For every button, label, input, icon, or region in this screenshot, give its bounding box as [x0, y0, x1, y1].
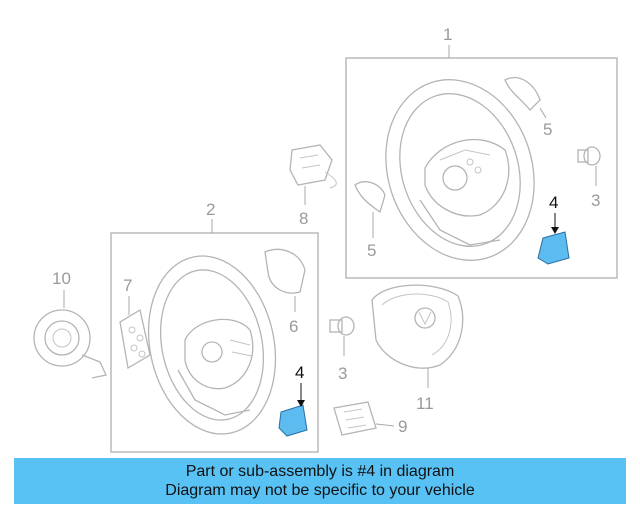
- parts-diagram: 1 5 5 4 3 8 2: [33, 25, 618, 453]
- callout-3b: 3: [338, 364, 347, 383]
- callout-5a: 5: [543, 120, 552, 139]
- info-banner: Part or sub-assembly is #4 in diagram Di…: [14, 458, 626, 504]
- bolt-upper: [577, 146, 601, 166]
- clock-spring-part-10: [33, 309, 107, 379]
- trim-cover-upper-right: [504, 76, 541, 111]
- callout-10: 10: [52, 269, 71, 288]
- callout-11: 11: [416, 394, 434, 413]
- bolt-lower: [329, 316, 355, 336]
- callout-1: 1: [443, 25, 452, 44]
- callout-3a: 3: [591, 191, 600, 210]
- assembly-box-2: [110, 232, 319, 453]
- callout-4a: 4: [549, 193, 558, 212]
- trim-cover-upper-left: [354, 181, 386, 214]
- highlighted-part-4-lower: [278, 404, 308, 437]
- banner-line-1: Part or sub-assembly is #4 in diagram: [185, 463, 455, 480]
- callout-8: 8: [299, 209, 308, 228]
- arrow-4a: [551, 227, 559, 234]
- leader-9: [375, 423, 395, 427]
- airbag-part-11: [371, 284, 464, 369]
- switch-panel-part-7: [119, 308, 151, 370]
- callout-6: 6: [289, 317, 298, 336]
- callout-4b: 4: [295, 363, 304, 382]
- steering-wheel-upper: [385, 79, 535, 261]
- arrow-4b: [297, 400, 305, 407]
- callout-7: 7: [123, 276, 132, 295]
- assembly-box-1: [345, 57, 618, 279]
- highlighted-part-4-upper: [537, 231, 570, 265]
- callout-9: 9: [398, 417, 407, 436]
- button-part-9: [333, 401, 377, 436]
- steering-wheel-lower: [147, 255, 277, 435]
- trim-cover-part-6: [264, 248, 306, 294]
- banner-line-2: Diagram may not be specific to your vehi…: [165, 482, 475, 499]
- leader-5a: [539, 107, 547, 119]
- switch-part-8: [289, 144, 337, 189]
- callout-5b: 5: [367, 241, 376, 260]
- callout-2: 2: [206, 200, 215, 219]
